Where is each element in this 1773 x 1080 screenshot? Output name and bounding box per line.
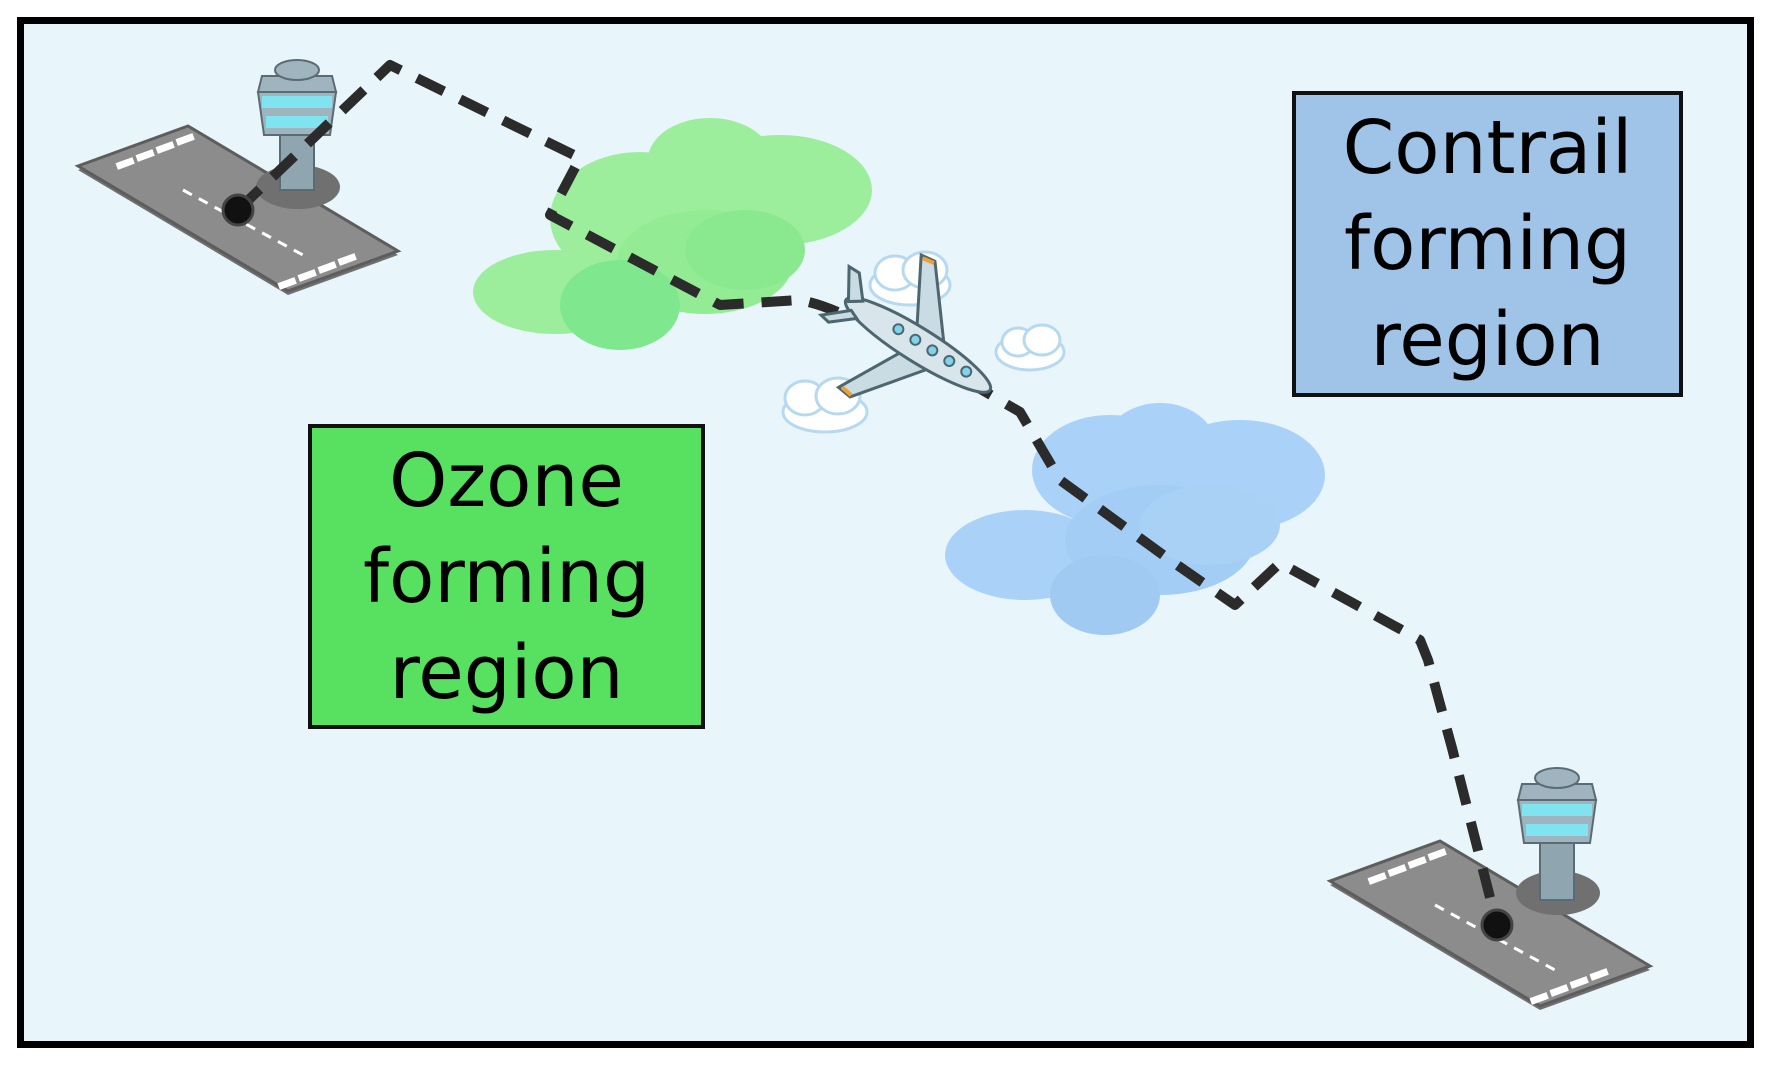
contrail-region-label: Contrail forming region	[1292, 91, 1683, 397]
ozone-label-line: forming	[363, 533, 650, 620]
departure-airport-icon	[76, 59, 400, 297]
airplane-icon	[817, 252, 993, 399]
ozone-label-line: Ozone	[389, 437, 624, 524]
ozone-region-label: Ozone forming region	[308, 424, 705, 729]
ozone-cloud-icon	[473, 118, 872, 350]
departure-marker	[221, 193, 255, 227]
contrail-cloud-icon	[945, 403, 1325, 635]
arrival-airport-icon	[1328, 767, 1652, 1012]
small-cloud-icon	[994, 323, 1066, 372]
flight-path-route	[234, 60, 1502, 927]
contrail-label-line: forming	[1344, 201, 1631, 287]
contrail-label-line: Contrail	[1342, 105, 1633, 191]
arrival-marker	[1480, 908, 1514, 942]
small-cloud-icon	[781, 376, 869, 434]
ozone-label-line: region	[389, 629, 624, 716]
contrail-label-line: region	[1370, 297, 1605, 383]
